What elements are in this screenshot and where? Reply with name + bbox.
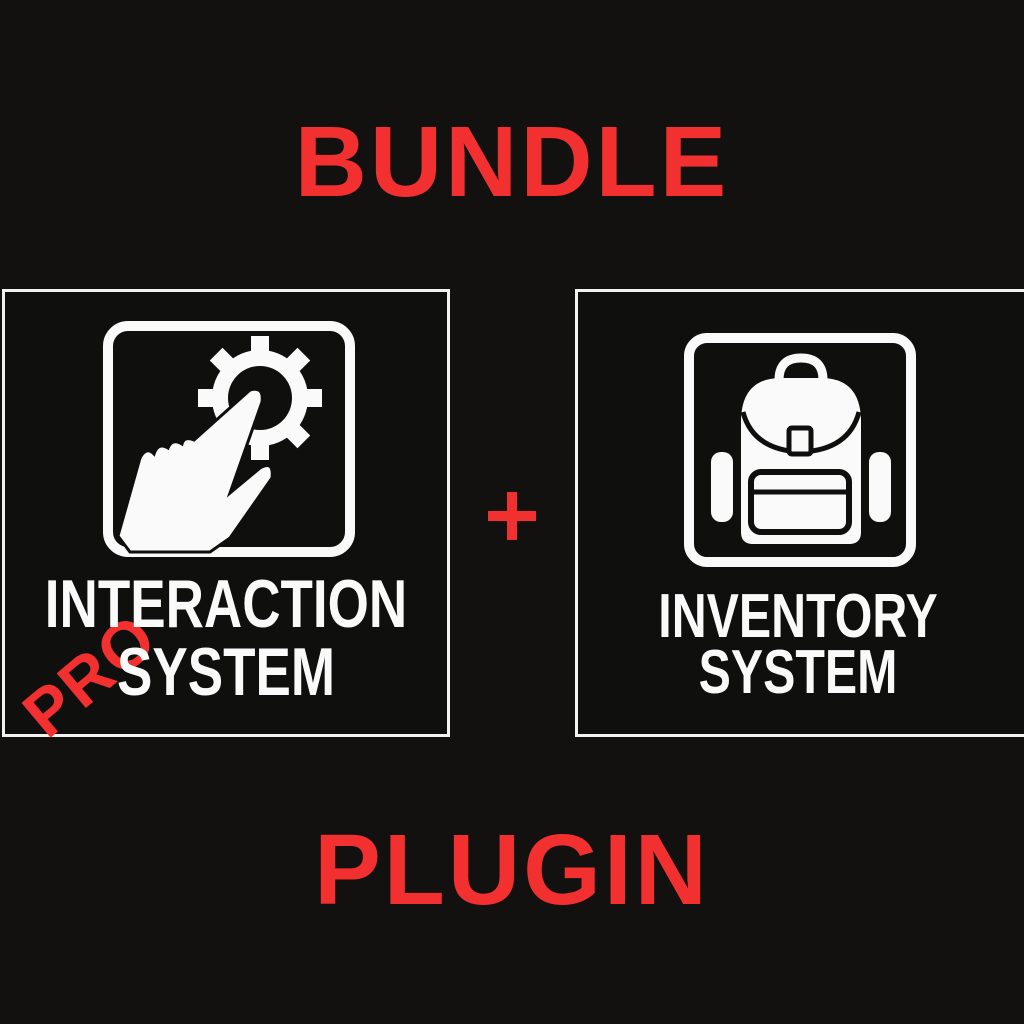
backpack-icon: [684, 333, 916, 567]
interaction-system-card: PRO INTERACTION SYSTEM: [2, 289, 450, 751]
plus-icon: [488, 492, 536, 540]
plugin-footer: PLUGIN: [314, 814, 710, 926]
inventory-system-card: INVENTORY SYSTEM: [575, 289, 1024, 737]
hand-gear-icon: [103, 321, 355, 557]
interaction-label-line1: INTERACTION: [44, 566, 408, 642]
inventory-label-line1: INVENTORY: [658, 582, 938, 651]
inventory-label-line2: SYSTEM: [698, 638, 898, 707]
interaction-label-line2: SYSTEM: [116, 634, 336, 710]
bundle-title: BUNDLE: [294, 106, 730, 218]
